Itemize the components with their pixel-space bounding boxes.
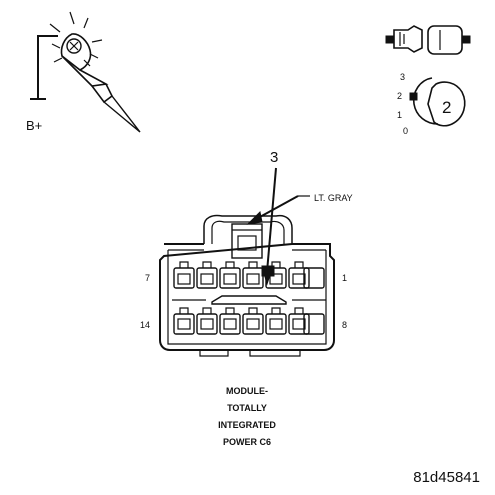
- terminal-cavity: [200, 318, 214, 330]
- ignition-pos-3: 3: [400, 72, 405, 82]
- test-light-group: B+: [26, 11, 141, 133]
- ignition-pos-0: 0: [403, 126, 408, 136]
- pin-label-top-left: 7: [145, 273, 150, 283]
- connector-color-label: LT. GRAY: [314, 193, 353, 203]
- terminal-cavity: [219, 267, 241, 289]
- ignition-pos-1: 1: [397, 110, 402, 120]
- caption-line-3: INTEGRATED: [218, 420, 276, 430]
- terminal-cavity: [242, 313, 264, 335]
- terminal-cavity: [200, 273, 214, 285]
- ignition-key-group: 3 2 1 0 2: [385, 25, 471, 136]
- pin-label-top-right: 1: [342, 273, 347, 283]
- ignition-selected-position: 2: [442, 98, 451, 117]
- connector-caption: MODULE- TOTALLY INTEGRATED POWER C6: [218, 386, 276, 447]
- terminal-cavity: [265, 267, 287, 289]
- caption-line-1: MODULE-: [226, 386, 268, 396]
- test-light-probe-icon: [60, 33, 141, 133]
- terminal-cavity: [265, 313, 287, 335]
- terminal-row-bottom: [173, 307, 325, 335]
- ignition-pos-2: 2: [397, 91, 402, 101]
- terminal-cavity: [223, 318, 237, 330]
- light-rays-icon: [49, 11, 103, 63]
- terminal-cavity: [246, 318, 260, 330]
- connector-c6: 7 1 14 8: [140, 214, 347, 357]
- terminal-cavity: [173, 313, 195, 335]
- terminal-cavity: [303, 267, 325, 289]
- terminal-cavity: [223, 273, 237, 285]
- ignition-key-icon: [385, 25, 471, 55]
- pin-label-bottom-left: 14: [140, 320, 150, 330]
- pin-label-bottom-right: 8: [342, 320, 347, 330]
- terminal-cavity: [177, 273, 191, 285]
- terminal-cavity: [292, 318, 306, 330]
- terminal-row-top: [173, 261, 325, 289]
- terminal-cavity: [246, 273, 260, 285]
- color-arrow-line: [257, 195, 299, 219]
- target-terminal: [261, 265, 275, 277]
- caption-line-2: TOTALLY: [227, 403, 267, 413]
- terminal-cavity: [196, 267, 218, 289]
- callout-arrow-line: [266, 167, 277, 273]
- test-light-wire: [37, 35, 58, 98]
- terminal-cavity: [177, 318, 191, 330]
- terminal-cavity: [242, 267, 264, 289]
- terminal-cavity: [269, 273, 283, 285]
- terminal-cavity: [288, 313, 310, 335]
- terminal-cavity: [173, 267, 195, 289]
- ignition-switch-icon: 3 2 1 0 2: [397, 72, 466, 136]
- b-plus-label: B+: [26, 118, 42, 133]
- terminal-cavity: [219, 313, 241, 335]
- terminal-cavity: [303, 313, 325, 335]
- terminal-cavity: [196, 313, 218, 335]
- figure-id: 81d45841: [413, 469, 480, 486]
- color-arrowhead-icon: [246, 210, 263, 225]
- color-callout: LT. GRAY: [246, 193, 353, 225]
- terminal-cavity: [288, 267, 310, 289]
- callout-number: 3: [270, 149, 278, 166]
- terminal-cavity: [292, 273, 306, 285]
- terminal-cavity: [269, 318, 283, 330]
- caption-line-4: POWER C6: [223, 437, 271, 447]
